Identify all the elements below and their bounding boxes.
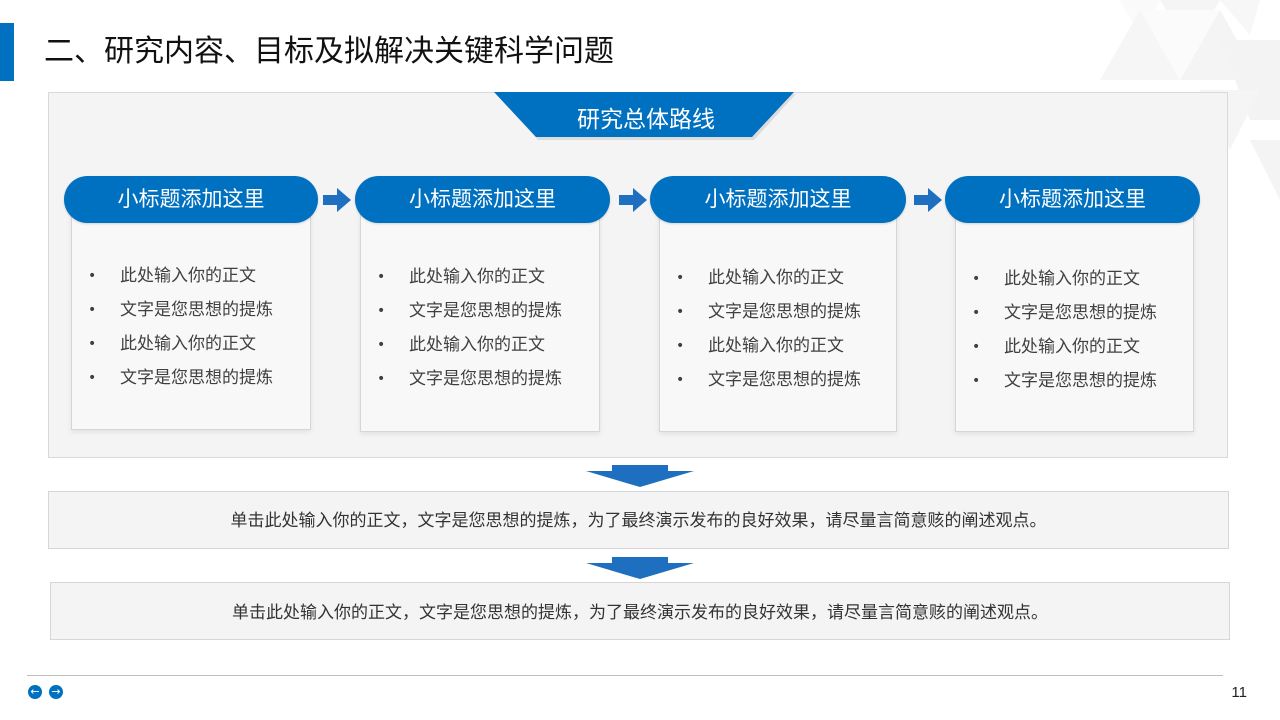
bullet-item: 文字是您思想的提炼 xyxy=(660,295,896,329)
summary-box-1: 单击此处输入你的正文，文字是您思想的提炼，为了最终演示发布的良好效果，请尽量言简… xyxy=(48,491,1229,549)
bullet-item: 文字是您思想的提炼 xyxy=(361,362,599,396)
page-number: 11 xyxy=(1231,684,1247,701)
bullet-item: 此处输入你的正文 xyxy=(956,330,1193,364)
down-arrow-icon xyxy=(586,465,694,487)
title-accent-bar xyxy=(0,23,14,81)
ribbon-label: 研究总体路线 xyxy=(577,107,715,133)
bullet-item: 此处输入你的正文 xyxy=(660,261,896,295)
right-arrow-icon xyxy=(323,188,351,212)
bullet-item: 文字是您思想的提炼 xyxy=(361,294,599,328)
bullet-item: 此处输入你的正文 xyxy=(956,262,1193,296)
ribbon-banner xyxy=(494,92,796,140)
right-arrow-icon xyxy=(619,188,647,212)
summary-box-2: 单击此处输入你的正文，文字是您思想的提炼，为了最终演示发布的良好效果，请尽量言简… xyxy=(50,582,1230,640)
bullet-item: 此处输入你的正文 xyxy=(72,327,310,361)
background-triangle-pattern xyxy=(1100,0,1280,200)
step-title-1: 小标题添加这里 xyxy=(64,176,318,223)
arrow-right-circle-icon[interactable]: → xyxy=(49,685,63,699)
page-title: 二、研究内容、目标及拟解决关键科学问题 xyxy=(44,34,614,69)
right-arrow-icon xyxy=(914,188,942,212)
step-title-2: 小标题添加这里 xyxy=(355,176,610,223)
bullet-item: 此处输入你的正文 xyxy=(660,329,896,363)
bullet-item: 文字是您思想的提炼 xyxy=(660,363,896,397)
bullet-item: 文字是您思想的提炼 xyxy=(72,293,310,327)
bullet-item: 文字是您思想的提炼 xyxy=(72,361,310,395)
step-title-4: 小标题添加这里 xyxy=(945,176,1200,223)
bullet-item: 此处输入你的正文 xyxy=(361,328,599,362)
down-arrow-icon xyxy=(586,557,694,579)
bullet-item: 此处输入你的正文 xyxy=(72,259,310,293)
bullet-item: 此处输入你的正文 xyxy=(361,260,599,294)
bullet-item: 文字是您思想的提炼 xyxy=(956,364,1193,398)
step-card-3: 此处输入你的正文 文字是您思想的提炼 此处输入你的正文 文字是您思想的提炼 xyxy=(659,214,897,432)
arrow-left-circle-icon[interactable]: ← xyxy=(28,685,42,699)
step-card-4: 此处输入你的正文 文字是您思想的提炼 此处输入你的正文 文字是您思想的提炼 xyxy=(955,214,1194,432)
step-card-2: 此处输入你的正文 文字是您思想的提炼 此处输入你的正文 文字是您思想的提炼 xyxy=(360,214,600,432)
footer-divider xyxy=(27,675,1223,676)
step-card-1: 此处输入你的正文 文字是您思想的提炼 此处输入你的正文 文字是您思想的提炼 xyxy=(71,214,311,430)
step-title-3: 小标题添加这里 xyxy=(650,176,906,223)
bullet-item: 文字是您思想的提炼 xyxy=(956,296,1193,330)
